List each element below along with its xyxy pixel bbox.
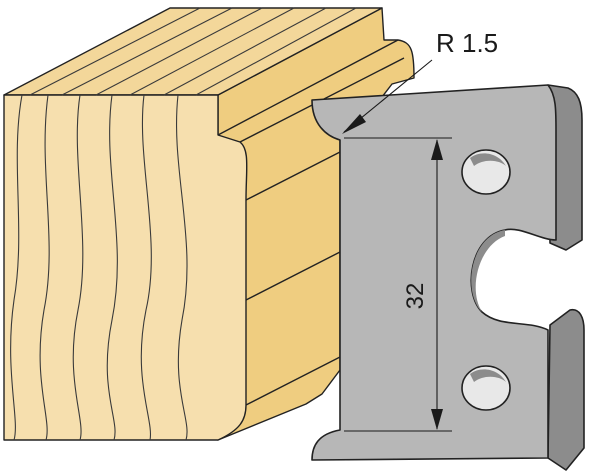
notch-shadow [471,230,505,312]
height-dimension-label: 32 [402,283,429,310]
radius-label: R 1.5 [436,28,498,58]
blade-face [311,84,557,461]
wood-side-face [217,7,415,441]
grain-top-3 [95,7,263,96]
grain-top-2 [61,7,233,96]
upper-hole-shadow [470,153,506,166]
grain-top-1 [29,7,201,96]
grain-line-1 [10,94,23,441]
wood-grain [10,7,357,441]
cutter-blade [311,84,585,471]
wood-front-face [3,94,248,441]
grain-top-6 [195,7,357,96]
grain-line-4 [106,94,118,441]
grain-line-6 [175,94,188,441]
grain-line-5 [140,94,152,441]
dimension-arrow-bottom [431,409,443,430]
height-dimension [344,137,452,432]
grain-top-4 [129,7,295,96]
radius-callout [342,59,433,134]
dimension-arrow-top [431,139,443,160]
grain-line-3 [72,94,84,441]
grain-top-5 [163,7,327,96]
blade-side-edge [547,84,585,471]
wood-block [3,7,415,441]
grain-line-2 [39,94,50,441]
lower-hole-shadow [470,369,506,382]
radius-leader-arrow [342,114,366,134]
